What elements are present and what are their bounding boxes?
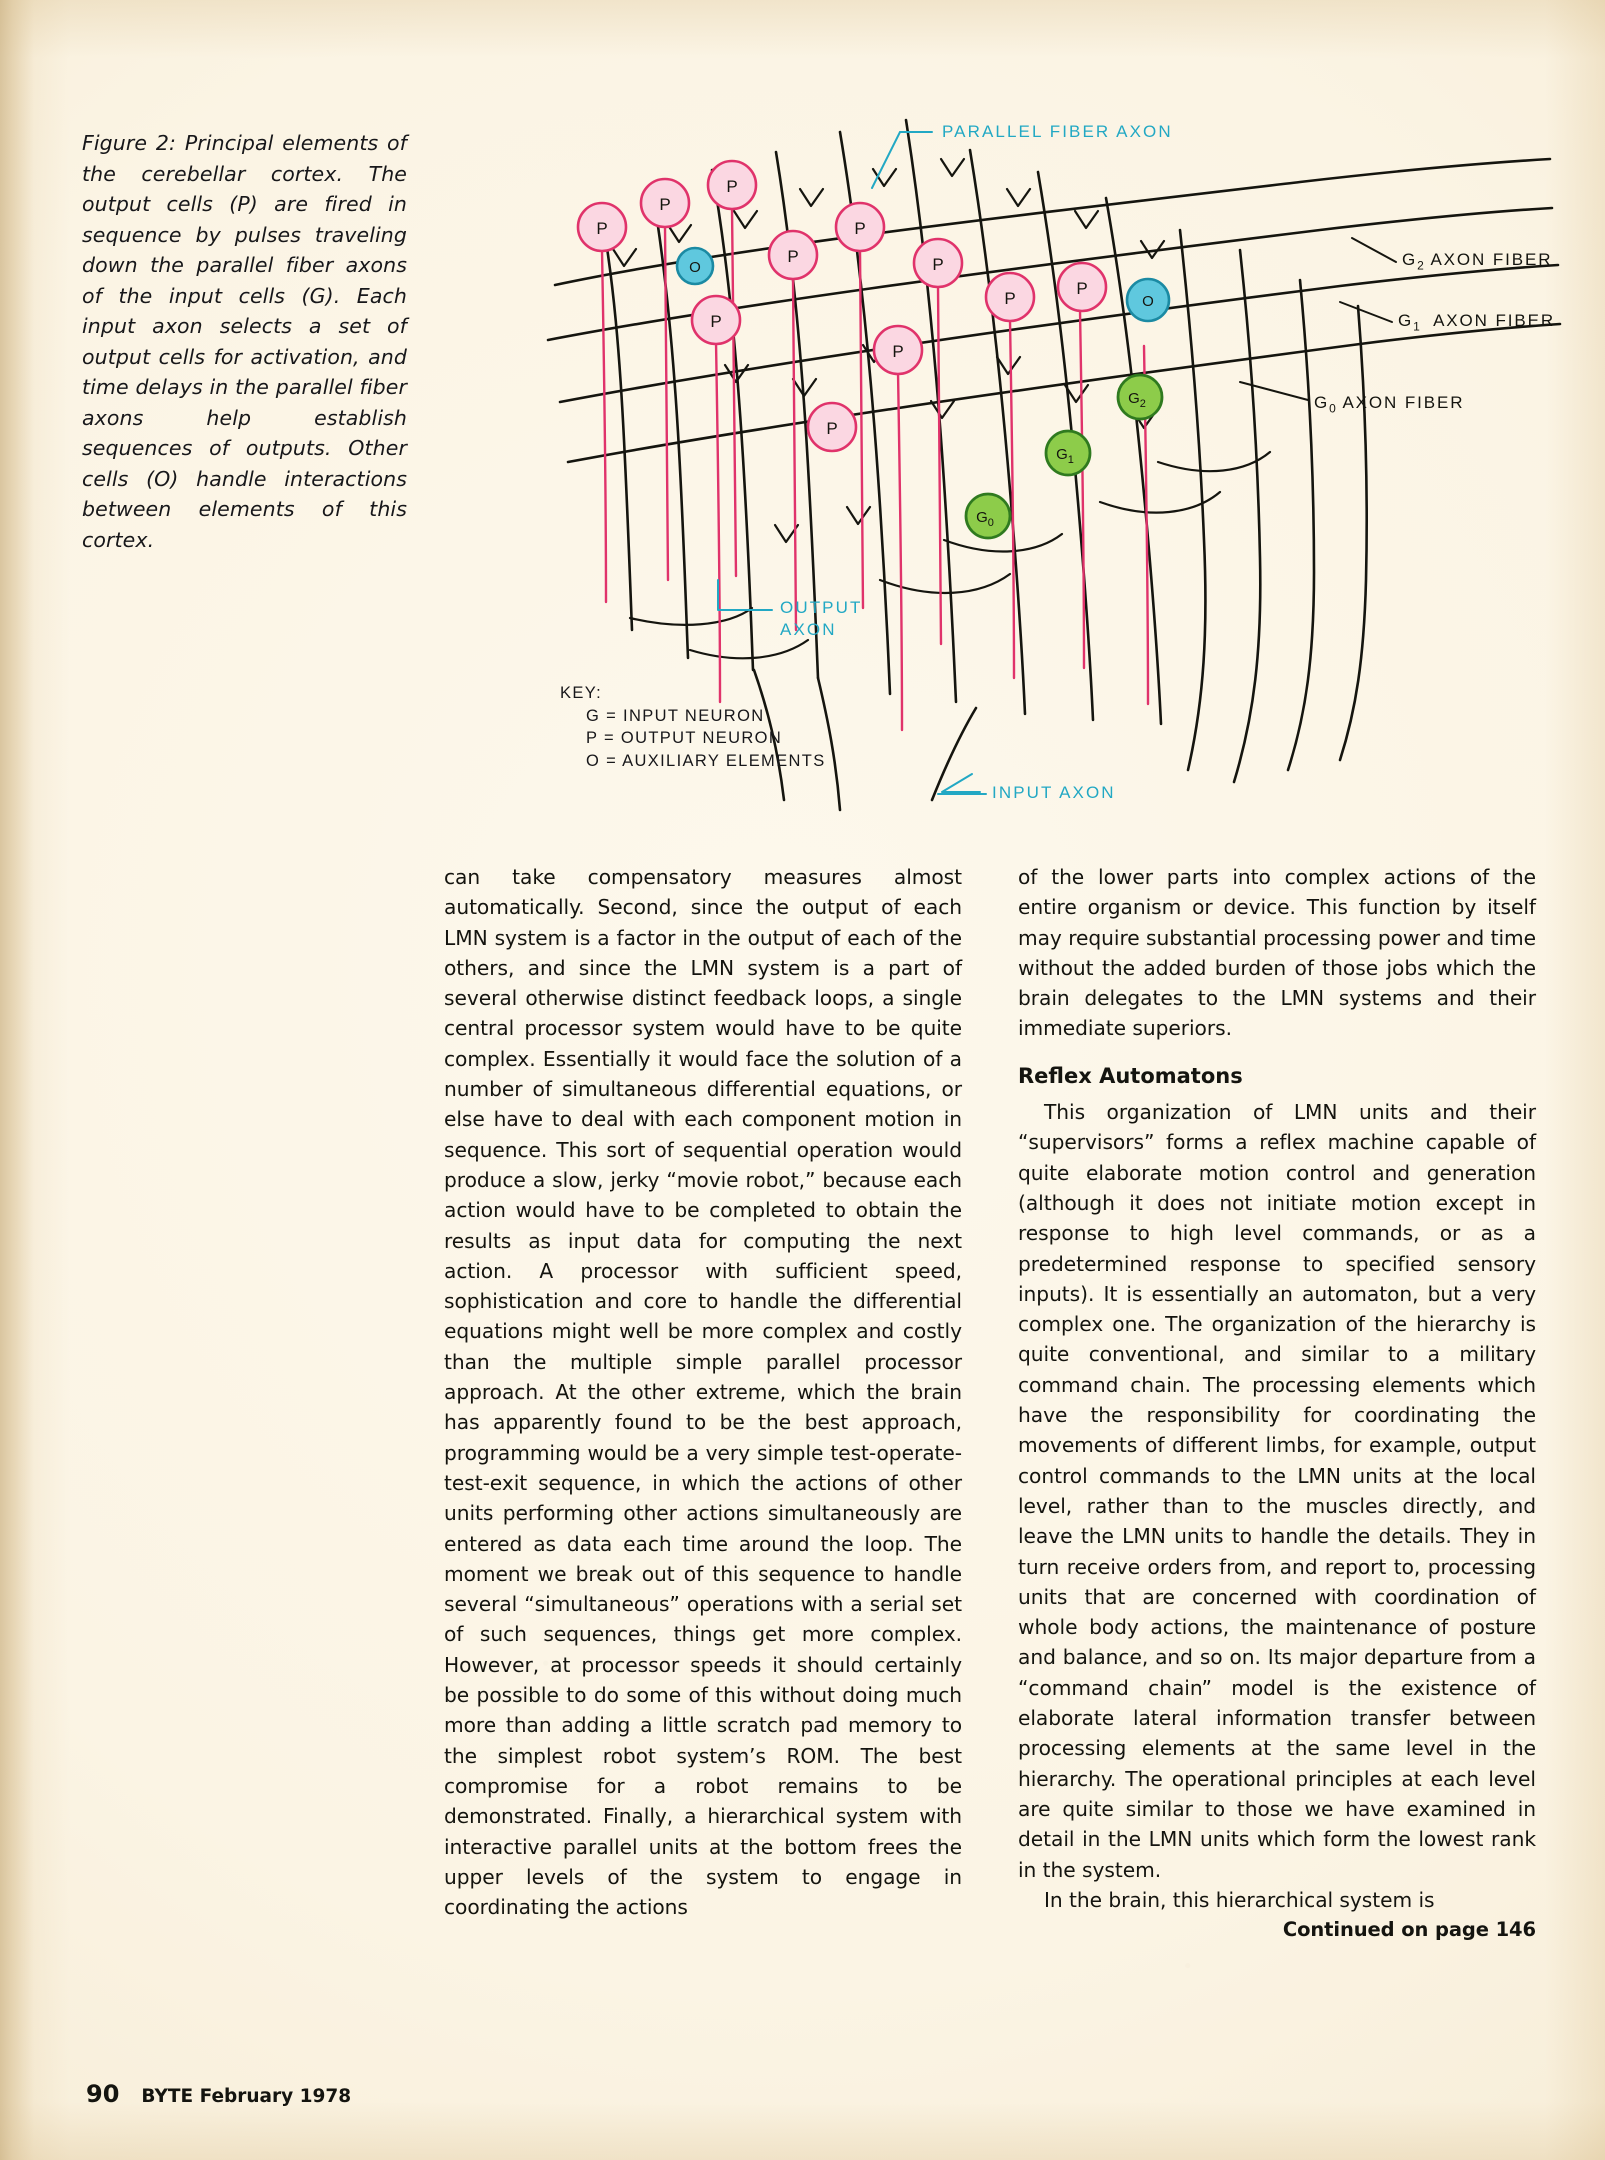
output-neuron-cell: P bbox=[806, 401, 858, 453]
paragraph-right-2: In the brain, this hierarchical system i… bbox=[1044, 1887, 1435, 1912]
svg-text:P: P bbox=[1004, 289, 1015, 308]
page-footer: 90 BYTE February 1978 bbox=[86, 2080, 351, 2108]
svg-text:P: P bbox=[1076, 279, 1087, 298]
svg-text:P: P bbox=[854, 219, 865, 238]
auxiliary-element-cell: O bbox=[1125, 277, 1171, 323]
output-neuron-group: P P P P P P P P P P P bbox=[576, 159, 1108, 453]
label-g0-prefix: G bbox=[1314, 393, 1330, 412]
output-neuron-cell: P bbox=[834, 201, 886, 253]
input-neuron-cell-g2: G2 bbox=[1116, 373, 1164, 421]
label-g0-subscript: 0 bbox=[1329, 401, 1336, 416]
issue-line: BYTE February 1978 bbox=[141, 2086, 352, 2107]
output-neuron-cell: P bbox=[1056, 261, 1108, 313]
body-column-left: can take compensatory measures almost au… bbox=[444, 862, 962, 1922]
svg-text:P: P bbox=[726, 177, 737, 196]
output-neuron-cell: P bbox=[872, 324, 924, 376]
scan-gutter-shadow bbox=[0, 0, 34, 2160]
svg-text:P: P bbox=[932, 255, 943, 274]
svg-text:O: O bbox=[1142, 293, 1154, 310]
label-g2-subscript: 2 bbox=[1417, 258, 1424, 273]
paragraph-left-continued: can take compensatory measures almost au… bbox=[444, 865, 962, 1920]
svg-text:P: P bbox=[659, 195, 670, 214]
cerebellar-cortex-drawing: .dend{fill:none;stroke:#15150f;stroke-wi… bbox=[546, 118, 1562, 812]
leader-lines bbox=[717, 131, 1397, 802]
label-g2-text: AXON FIBER bbox=[1430, 250, 1553, 269]
svg-text:P: P bbox=[826, 419, 837, 438]
svg-text:P: P bbox=[596, 219, 607, 238]
output-neuron-cell: P bbox=[984, 271, 1036, 323]
label-parallel-fiber-axon: PARALLEL FIBER AXON bbox=[942, 122, 1173, 141]
label-g0-axon-fiber: G0 AXON FIBER bbox=[1314, 393, 1464, 415]
output-neuron-cell: P bbox=[706, 159, 758, 211]
output-neuron-cell: P bbox=[912, 237, 964, 289]
input-neuron-cell-g0: G0 bbox=[964, 492, 1012, 540]
output-neuron-cell: P bbox=[767, 229, 819, 281]
key-row-output-neuron: P = OUTPUT NEURON bbox=[586, 729, 783, 747]
input-neuron-group: G2 G1 G0 bbox=[964, 373, 1164, 540]
key-title: KEY: bbox=[560, 684, 603, 702]
output-neuron-cell: P bbox=[639, 177, 691, 229]
label-g1-axon-fiber: G1 AXON FIBER bbox=[1398, 311, 1555, 333]
label-g0-text: AXON FIBER bbox=[1342, 393, 1465, 412]
auxiliary-element-group: O O bbox=[675, 246, 1171, 323]
output-neuron-cell: P bbox=[690, 294, 742, 346]
key-row-input-neuron: G = INPUT NEURON bbox=[586, 706, 765, 725]
figure-caption: Figure 2: Principal elements of the cere… bbox=[82, 131, 407, 552]
figure-key: KEY: G = INPUT NEURON P = OUTPUT NEURON … bbox=[560, 682, 826, 772]
auxiliary-element-cell: O bbox=[675, 246, 715, 286]
svg-text:O: O bbox=[689, 259, 701, 276]
continued-on-page: Continued on page 146 bbox=[1282, 1918, 1536, 1942]
svg-text:P: P bbox=[787, 247, 798, 266]
label-g2-axon-fiber: G2 AXON FIBER bbox=[1402, 250, 1552, 272]
label-output-axon-line1: OUTPUT bbox=[780, 598, 863, 617]
label-g2-prefix: G bbox=[1402, 250, 1418, 269]
dendritic-trees bbox=[598, 118, 1369, 812]
paragraph-right-1: This organization of LMN units and their… bbox=[1018, 1100, 1536, 1882]
section-heading-reflex-automatons: Reflex Automatons bbox=[1018, 1063, 1243, 1088]
paragraph-right-lead: of the lower parts into complex actions … bbox=[1018, 865, 1536, 1041]
input-neuron-cell-g1: G1 bbox=[1044, 429, 1092, 477]
svg-text:P: P bbox=[892, 342, 903, 361]
label-g1-subscript: 1 bbox=[1413, 319, 1420, 334]
label-input-axon: INPUT AXON bbox=[992, 783, 1116, 802]
label-g1-prefix: G bbox=[1398, 311, 1414, 330]
output-neuron-cell: P bbox=[576, 201, 628, 253]
label-g1-text: AXON FIBER bbox=[1433, 311, 1556, 330]
label-output-axon-line2: AXON bbox=[780, 620, 837, 639]
figure-2-cerebellar-cortex: .dend{fill:none;stroke:#15150f;stroke-wi… bbox=[540, 110, 1580, 830]
body-column-right: of the lower parts into complex actions … bbox=[1018, 862, 1536, 1945]
key-row-auxiliary-elements: O = AUXILIARY ELEMENTS bbox=[586, 751, 826, 770]
svg-text:P: P bbox=[710, 312, 721, 331]
page-number: 90 bbox=[86, 2080, 120, 2108]
